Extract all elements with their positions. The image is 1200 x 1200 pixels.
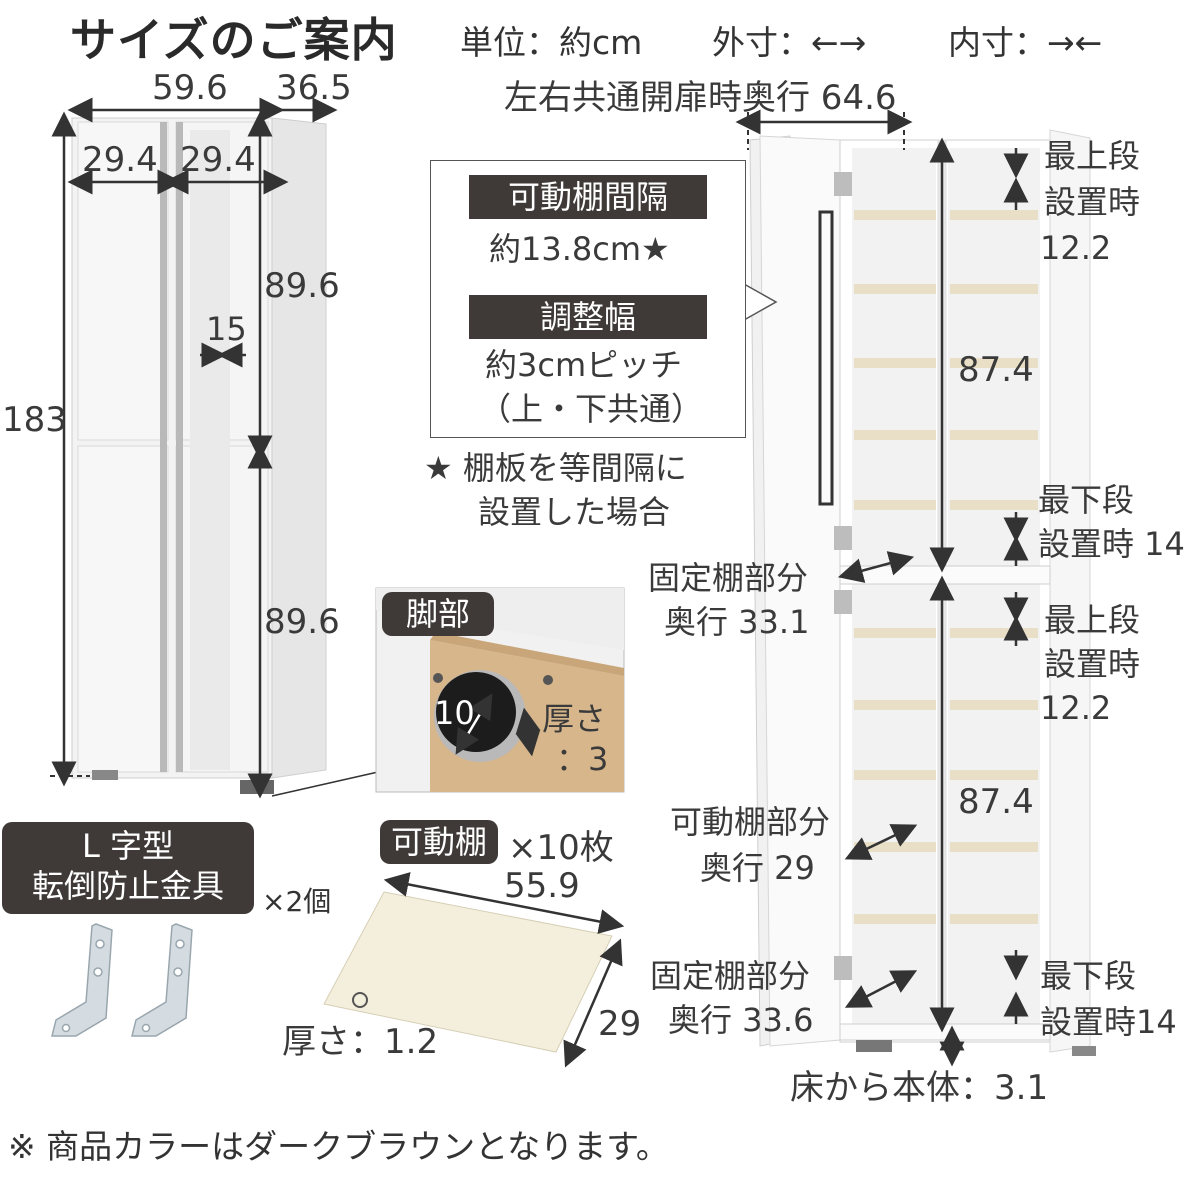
star-note-line1: ★ 棚板を等間隔に [424, 449, 687, 487]
bracket-count: ×2個 [262, 885, 332, 918]
adjust-common-note: （上・下共通） [479, 390, 704, 428]
shelf [950, 914, 1038, 924]
top-b-line3: 12.2 [1040, 689, 1112, 727]
shelf [950, 284, 1038, 294]
shelf [854, 914, 936, 924]
shelf [854, 430, 936, 440]
color-footnote: ※ 商品カラーはダークブラウンとなります。 [8, 1127, 669, 1166]
shelf [854, 500, 936, 510]
hinge [834, 590, 852, 614]
fixed-shelf-b-line1: 固定棚部分 [650, 957, 811, 995]
movable-shelf-line1: 可動棚部分 [670, 803, 831, 841]
floor-clearance-label: 床から本体：3.1 [790, 1068, 1049, 1108]
bracket-tag-line1: L 字型 [81, 827, 174, 865]
shelf [950, 210, 1038, 220]
outer-dimension-legend: 外寸：←→ [712, 23, 867, 62]
shelf [950, 628, 1038, 638]
foot-thickness-label-a: 厚さ [542, 700, 607, 738]
top-a-line1: 最上段 [1044, 137, 1141, 175]
fixed-shelf-a-line1: 固定棚部分 [648, 559, 809, 597]
shelf-interval-value: 約13.8cm★ [489, 230, 670, 268]
shelf [854, 628, 936, 638]
shelf [950, 500, 1038, 510]
hinge [834, 526, 852, 550]
left-cabinet-foot [240, 780, 274, 794]
open-depth-label: 左右共通開扉時奥行 64.6 [504, 78, 897, 118]
shelf-thickness-label: 厚さ：1.2 [282, 1022, 439, 1062]
bracket-tag: L 字型 転倒防止金具 [2, 822, 254, 914]
fixed-bottom-shelf [839, 1023, 1051, 1041]
right-dimension-lines [735, 109, 1029, 1067]
bottom-a-line1: 最下段 [1038, 481, 1135, 519]
width-label: 59.6 [152, 68, 228, 108]
bottom-b-line1: 最下段 [1040, 957, 1137, 995]
shelf-width-label: 55.9 [504, 866, 580, 906]
fixed-shelf-b-line2: 奥行 33.6 [668, 1001, 814, 1039]
top-a-line2: 設置時 [1044, 183, 1141, 221]
shelf [950, 430, 1038, 440]
adjust-pitch-value: 約3cmピッチ [485, 346, 683, 384]
lower-height-label: 89.6 [264, 602, 340, 642]
shelf [950, 358, 1038, 368]
right-cabinet [749, 129, 1096, 1056]
upper-height-label: 89.6 [264, 266, 340, 306]
unit-label: 単位：約cm [460, 23, 643, 62]
door-handle [818, 210, 834, 506]
l-brackets [51, 923, 193, 1037]
shelf [854, 358, 936, 368]
right-cabinet-foot [856, 1040, 892, 1052]
shelf [950, 842, 1038, 852]
foot-thickness-label-b: ：3 [556, 740, 609, 778]
height-label: 183 [2, 400, 67, 440]
shelf-depth-label: 29 [598, 1004, 642, 1044]
shelf-board [323, 872, 625, 1068]
right-door-width-label: 29.4 [180, 140, 256, 180]
left-dimension-lines [51, 97, 379, 799]
shelf-count: ×10枚 [508, 828, 614, 868]
inner-dimension-legend: 内寸：→← [948, 23, 1103, 62]
top-b-line1: 最上段 [1044, 601, 1141, 639]
callout-pointer [743, 283, 778, 321]
shelf [854, 842, 936, 852]
shelf [854, 284, 936, 294]
shelf [854, 210, 936, 220]
top-b-line2: 設置時 [1044, 645, 1141, 683]
shelf [854, 700, 936, 710]
foot-tag: 脚部 [382, 592, 494, 636]
shelf [950, 700, 1038, 710]
shelf-interval-tag: 可動棚間隔 [469, 175, 707, 219]
fixed-shelf-a-line2: 奥行 33.1 [664, 603, 810, 641]
shelf-info-box: 可動棚間隔 約13.8cm★ 調整幅 約3cmピッチ （上・下共通） [430, 160, 746, 438]
depth-label: 36.5 [276, 68, 352, 108]
foot-diameter-label: 10 [434, 694, 475, 732]
bottom-b-line2: 設置時14 [1040, 1003, 1177, 1041]
movable-shelf-line2: 奥行 29 [700, 849, 815, 887]
top-a-line3: 12.2 [1040, 229, 1112, 267]
hinge [834, 956, 852, 980]
shelf [854, 770, 936, 780]
bottom-a-line2: 設置時 14 [1038, 525, 1185, 563]
star-note-line2: 設置した場合 [478, 493, 671, 531]
hinge [834, 172, 852, 196]
handle-gap-label: 15 [206, 310, 247, 348]
left-door-handle [160, 122, 167, 772]
left-cabinet [50, 117, 327, 794]
left-door-width-label: 29.4 [82, 140, 158, 180]
adjust-range-tag: 調整幅 [469, 295, 707, 339]
inner-height-a: 87.4 [958, 350, 1034, 390]
bracket-tag-line2: 転倒防止金具 [31, 867, 224, 905]
shelf [950, 770, 1038, 780]
inner-height-b: 87.4 [958, 782, 1034, 822]
page-title: サイズのご案内 [70, 13, 398, 67]
shelf-tag: 可動棚 [380, 820, 498, 864]
right-door-handle [176, 122, 183, 772]
